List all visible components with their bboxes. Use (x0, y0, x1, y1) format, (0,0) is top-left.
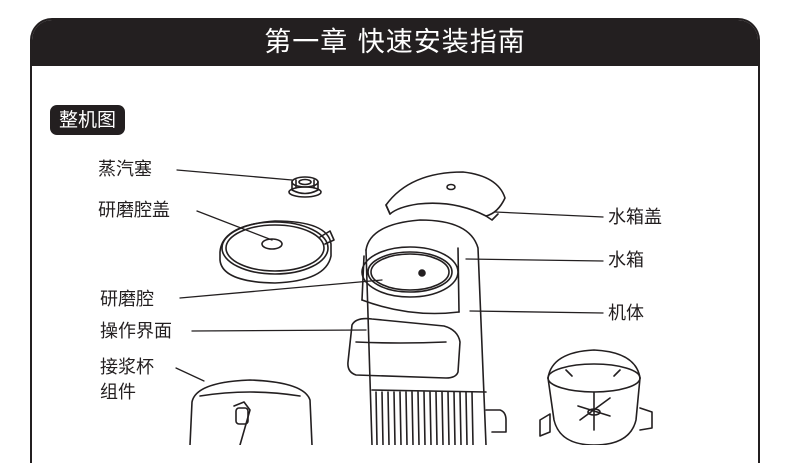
callout-grinding-chamber: 研磨腔 (100, 289, 154, 310)
grinding-lid-drawing (219, 220, 335, 284)
machine-body-drawing (347, 219, 507, 445)
callout-control-panel: 操作界面 (100, 321, 172, 342)
callout-tank-lid: 水箱盖 (608, 207, 662, 228)
leader-water-tank (465, 258, 604, 262)
leader-body (469, 310, 604, 314)
tank-lid-drawing (385, 171, 506, 221)
callout-water-tank: 水箱 (608, 250, 644, 271)
cup-assembly-drawing (189, 379, 313, 445)
leader-tank-lid (494, 211, 604, 218)
machine-diagram (175, 169, 653, 445)
leader-grinding-chamber (179, 279, 383, 299)
leader-cup (175, 367, 205, 382)
section-tag-overview: 整机图 (50, 105, 126, 135)
leader-grinding-lid (196, 210, 273, 241)
leader-control-panel (191, 329, 367, 332)
callout-grinding-lid: 研磨腔盖 (98, 200, 170, 221)
leader-steam-plug (176, 169, 293, 181)
steam-plug-drawing (288, 176, 322, 198)
leader-lines (175, 169, 604, 382)
callout-body: 机体 (608, 303, 644, 324)
chapter-title: 第一章 快速安装指南 (32, 20, 758, 66)
grinding-chamber-drawing (539, 349, 653, 445)
callout-cup-line2: 组件 (100, 382, 136, 403)
callout-steam-plug: 蒸汽塞 (98, 159, 152, 180)
chapter-frame: 第一章 快速安装指南 (30, 18, 760, 463)
callout-cup-line1: 接浆杯 (100, 357, 154, 378)
